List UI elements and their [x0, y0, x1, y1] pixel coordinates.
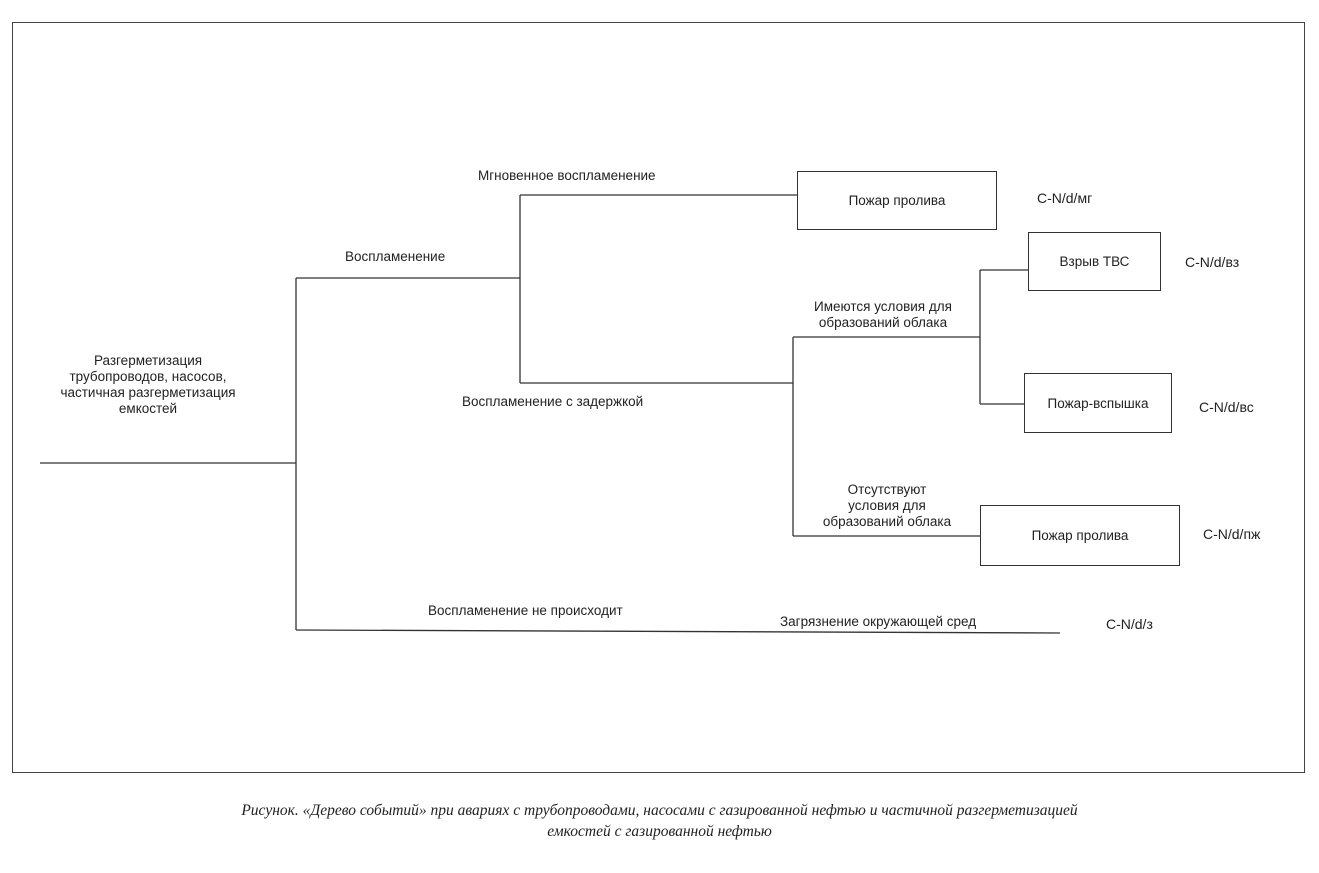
delayed-ignition-label: Воспламенение с задержкой	[462, 394, 644, 409]
code-spill-fire-2: C-N/d/пж	[1203, 526, 1261, 542]
code-pollution: C-N/d/з	[1106, 616, 1153, 632]
outcome-spill-fire-2-box: Пожар пролива	[980, 505, 1180, 566]
conditions-present-line-1: Имеются условия для	[814, 299, 952, 314]
caption-line-2: емкостей с газированной нефтью	[547, 823, 772, 840]
caption-line-1: Рисунок. «Дерево событий» при авариях с …	[241, 802, 1078, 819]
ignition-label: Воспламенение	[345, 249, 446, 264]
diagram-frame	[12, 22, 1305, 773]
outcome-spill-fire-box: Пожар пролива	[797, 171, 997, 230]
root-line-4: емкостей	[118, 401, 178, 416]
conditions-present-label: Имеются условия для образований облака	[783, 299, 983, 331]
code-flash-fire: C-N/d/вс	[1199, 399, 1254, 415]
outcome-explosion-box: Взрыв ТВС	[1028, 232, 1161, 291]
root-line-2: трубопроводов, насосов,	[69, 369, 227, 384]
outcome-flash-fire-box: Пожар-вспышка	[1024, 373, 1172, 433]
conditions-absent-label: Отсутствуют условия для образований обла…	[792, 482, 982, 530]
no-ignition-label: Воспламенение не происходит	[428, 603, 623, 618]
conditions-absent-line-1: Отсутствуют	[847, 482, 927, 497]
instant-ignition-label: Мгновенное воспламенение	[478, 168, 656, 183]
code-explosion: C-N/d/вз	[1185, 254, 1240, 270]
conditions-absent-line-2: условия для	[848, 498, 926, 513]
root-event-label: Разгерметизация трубопроводов, насосов, …	[28, 353, 268, 417]
conditions-present-line-2: образований облака	[818, 315, 948, 330]
root-line-1: Разгерметизация	[93, 353, 203, 368]
conditions-absent-line-3: образований облака	[822, 514, 952, 529]
pollution-label: Загрязнение окружающей сред	[780, 614, 977, 629]
figure-caption: Рисунок. «Дерево событий» при авариях с …	[0, 800, 1319, 842]
root-line-3: частичная разгерметизация	[60, 385, 236, 400]
no-ignition-line	[295, 629, 1061, 634]
code-spill-fire: C-N/d/мг	[1037, 190, 1093, 206]
